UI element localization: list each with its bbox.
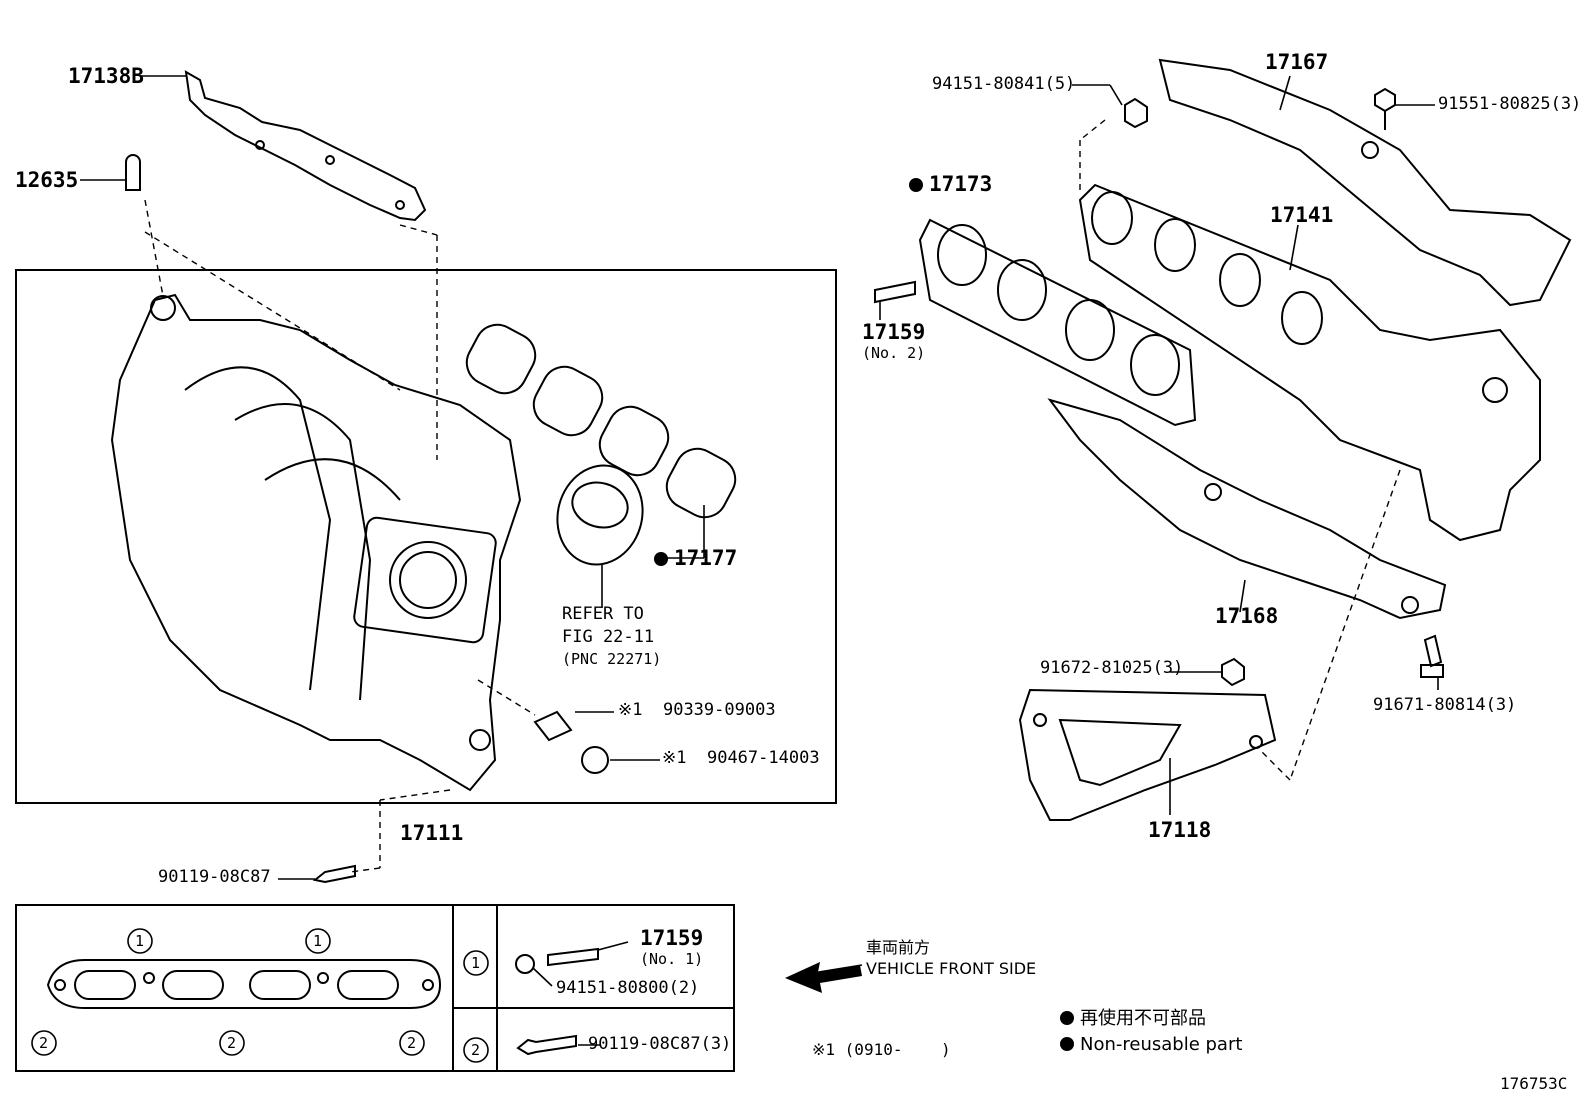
gasket-17177 [465,323,737,519]
label-90119-08c87[interactable]: 90119-08C87 [158,867,271,887]
label-90339-09003[interactable]: ※1 90339-09003 [618,702,776,719]
legend-en: Non-reusable part [1060,1036,1242,1054]
note-mark: ※1 [618,700,643,720]
bracket-17138b [184,70,427,222]
non-reusable-dot-icon [654,552,668,566]
circle-2-label: 2 [407,1034,417,1052]
circle-2-label: 2 [227,1034,237,1052]
label-90119-08c87-3[interactable]: 90119-08C87(3) [588,1034,732,1054]
circle-1-label: 1 [313,932,323,950]
label-17173-text: 17173 [929,172,993,196]
refer-line-2[interactable]: FIG 22-11 [562,627,655,647]
front-label-en: VEHICLE FRONT SIDE [866,959,1037,978]
gasket-17173 [918,218,1197,427]
label-17118[interactable]: 17118 [1148,818,1212,842]
non-reusable-dot-icon [1060,1011,1074,1025]
refer-line-3: (PNC 22271) [562,650,662,668]
label-17138b[interactable]: 17138B [68,64,144,88]
legend-jp: 再使用不可部品 [1060,1010,1206,1028]
row-1-marker: 1 [471,954,481,972]
legend-table-frame [15,904,735,1072]
non-reusable-dot-icon [1060,1037,1074,1051]
label-12635[interactable]: 12635 [15,168,79,192]
label-91672-81025[interactable]: 91672-81025(3) [1040,658,1184,678]
figure-id: 176753C [1500,1074,1568,1093]
front-label-jp: 車両前方 [866,938,931,957]
label-90467-text: 90467-14003 [706,748,820,768]
stay-17118 [1018,688,1277,821]
circle-2-label: 2 [39,1034,49,1052]
label-91551-80825[interactable]: 91551-80825(3) [1438,94,1582,114]
throttle-gasket [556,464,644,566]
label-17159-no2[interactable]: 17159 [862,320,926,344]
legend-en-text: Non-reusable part [1080,1034,1243,1055]
label-90467-14003[interactable]: ※1 90467-14003 [662,750,820,767]
label-17141[interactable]: 17141 [1270,203,1334,227]
circle-1-label: 1 [135,932,145,950]
intake-group-box [15,269,837,804]
label-94151-80841[interactable]: 94151-80841(5) [932,74,1076,94]
note-range: ※1 (0910- ) [812,1040,951,1059]
label-17159-no1-sub: (No. 1) [640,950,704,968]
label-17168[interactable]: 17168 [1215,604,1279,628]
row-2-marker: 2 [471,1041,481,1059]
label-17173[interactable]: 17173 [909,174,992,195]
label-17177[interactable]: 17177 [654,548,737,569]
note-mark: ※1 [662,748,687,768]
label-17167[interactable]: 17167 [1265,50,1329,74]
refer-line-1[interactable]: REFER TO [562,604,644,624]
label-91671-80814[interactable]: 91671-80814(3) [1373,695,1517,715]
label-17177-text: 17177 [674,546,738,570]
label-17159-no2-sub: (No. 2) [862,344,926,362]
front-arrow [785,962,862,993]
label-17159-no1[interactable]: 17159 [640,926,704,950]
intake-manifold [110,293,522,792]
legend-jp-text: 再使用不可部品 [1080,1008,1206,1029]
heat-insulator-17167 [1158,58,1572,307]
heat-insulator-17168 [1047,398,1447,620]
label-94151-80800[interactable]: 94151-80800(2) [556,978,700,998]
label-90339-text: 90339-09003 [662,700,776,720]
non-reusable-dot-icon [909,178,923,192]
label-17111[interactable]: 17111 [400,821,464,845]
exhaust-manifold-17141 [1078,183,1541,542]
